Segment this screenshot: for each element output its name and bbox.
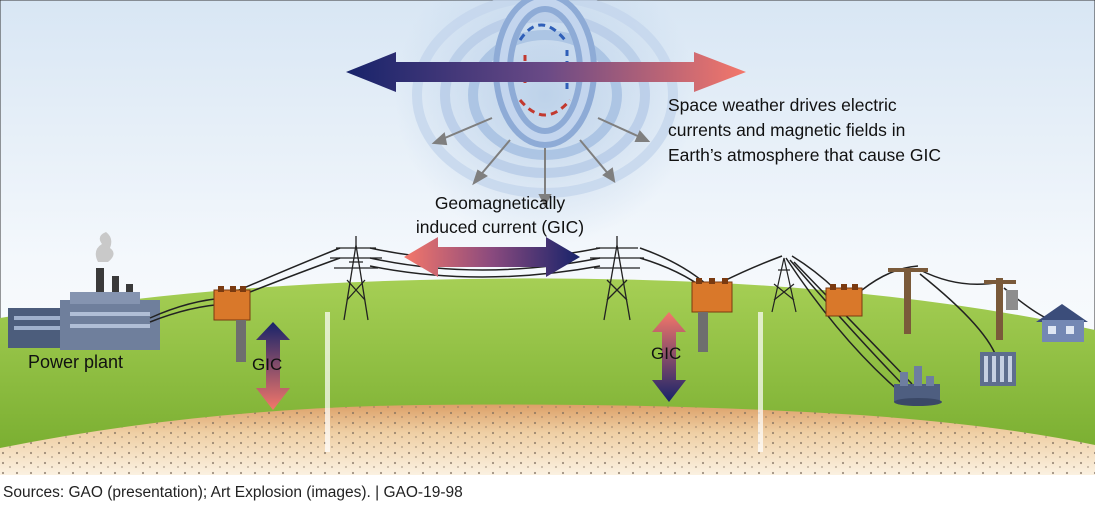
gic-label-right: GIC — [651, 344, 682, 363]
gic-label-left: GIC — [252, 355, 283, 374]
ground-path-right — [758, 312, 763, 452]
gic-vertical-arrow-left — [256, 322, 290, 410]
space-weather-caption-line-2: currents and magnetic fields in — [668, 120, 906, 140]
transformer-right — [825, 284, 863, 317]
utility-pole-2 — [984, 278, 1018, 340]
utility-pole-1 — [888, 268, 928, 334]
gic-caption-line-2: induced current (GIC) — [415, 217, 585, 237]
transformer-left — [213, 286, 251, 362]
source-note: Sources: GAO (presentation); Art Explosi… — [3, 484, 463, 501]
gic-vertical-arrow-right — [652, 312, 686, 402]
factory-icon — [894, 366, 942, 406]
house-icon — [1036, 304, 1088, 342]
gic-horizontal-arrow — [404, 237, 580, 277]
ground-path-left — [325, 312, 330, 452]
power-plant-icon — [8, 232, 160, 350]
field-radiation-arrows — [431, 117, 651, 208]
transmission-tower-left — [330, 236, 382, 321]
gic-caption-line-1: Geomagnetically — [434, 193, 566, 213]
power-plant-label: Power plant — [28, 352, 124, 372]
space-weather-caption: Space weather drives electric currents a… — [668, 93, 1068, 168]
transmission-tower-right — [771, 257, 797, 313]
building-icon — [980, 352, 1016, 386]
space-current-arrow — [346, 52, 746, 92]
space-weather-caption-line-1: Space weather drives electric — [668, 95, 897, 115]
space-weather-caption-line-3: Earth’s atmosphere that cause GIC — [668, 145, 942, 165]
diagram-canvas — [0, 0, 1095, 475]
transformer-middle — [691, 278, 733, 352]
gic-caption: Geomagnetically induced current (GIC) — [380, 191, 620, 239]
transmission-tower-middle — [590, 236, 644, 321]
